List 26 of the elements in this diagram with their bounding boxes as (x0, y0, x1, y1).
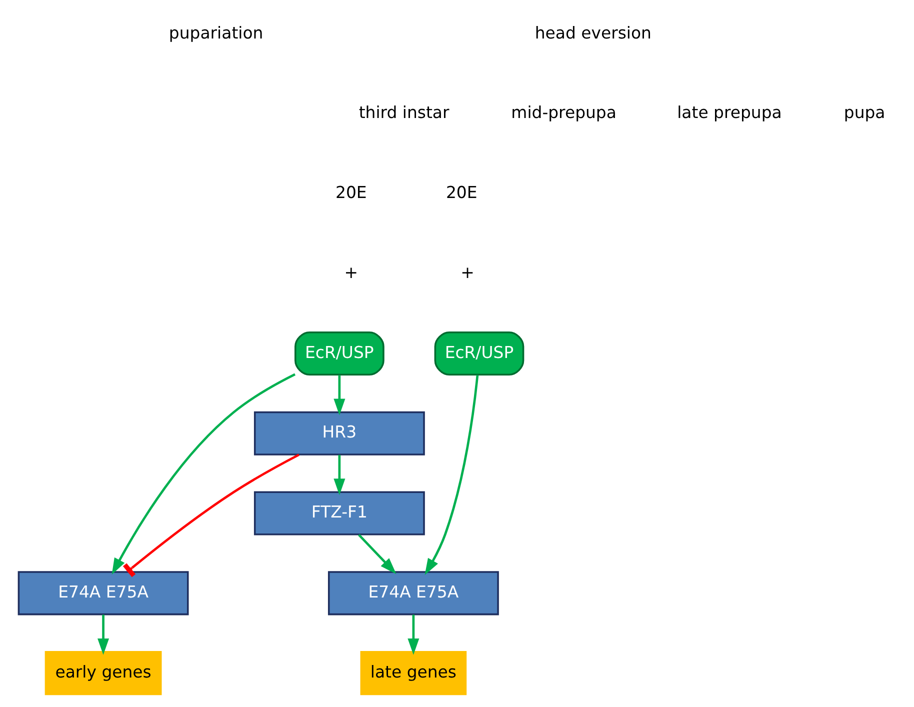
arrow (333, 454, 345, 496)
label: 20E (335, 183, 366, 202)
label: pupa (843, 103, 885, 122)
arrow (111, 373, 296, 575)
node-box: early genes (44, 651, 162, 696)
arrow (97, 614, 109, 655)
node-box: EcR/USP (434, 331, 524, 376)
arrow (333, 375, 345, 416)
label: head eversion (534, 23, 651, 42)
node-box: E74A E75A (17, 571, 188, 616)
label: third instar (358, 103, 449, 122)
node-box: EcR/USP (294, 331, 384, 376)
node-box: HR3 (253, 411, 424, 456)
node-box: E74A E75A (327, 571, 498, 616)
arrow (358, 534, 396, 574)
label: mid-prepupa (510, 103, 616, 122)
node-box: FTZ-F1 (253, 491, 424, 536)
label: + (460, 262, 474, 282)
label: pupariation (168, 23, 263, 42)
label: + (344, 262, 358, 282)
label: late prepupa (676, 103, 782, 122)
arrow (407, 614, 419, 655)
label: 20E (445, 183, 477, 202)
arrow (424, 375, 478, 576)
node-box: late genes (360, 651, 466, 696)
connector (122, 454, 299, 578)
